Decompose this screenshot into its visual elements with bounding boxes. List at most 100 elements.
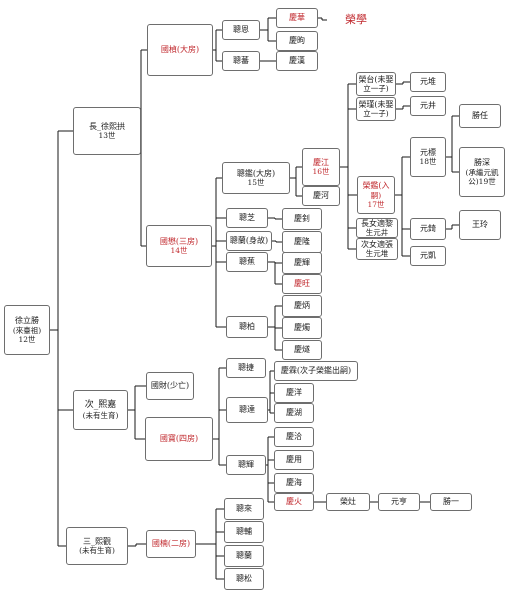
person-label: 13世 — [98, 131, 116, 141]
person-qing-lin: 慶霖(次子榮鑑出嗣) — [274, 361, 358, 381]
person-label: (未有生育) — [82, 410, 119, 420]
person-label: 17世 — [367, 199, 385, 209]
person-label: 嗣) — [370, 190, 382, 200]
person-sheng-yi: 勝一 — [430, 493, 472, 511]
person-label: 聰蘭(身故) — [229, 236, 269, 246]
person-label: 王玲 — [472, 220, 488, 230]
person-rong-zao: 榮灶 — [326, 493, 370, 511]
person-label: 聰輔 — [236, 527, 252, 537]
person-label: 元凱 — [420, 251, 436, 261]
person-label: 聰芝 — [239, 213, 255, 223]
person-gz2: 國懋(三房)14世 — [146, 225, 212, 267]
person-gz1: 國楨(大房) — [147, 24, 213, 76]
person-cong-lai: 聰來 — [224, 498, 264, 520]
person-label: 聰柏 — [239, 322, 255, 332]
person-cong-song: 聰松 — [224, 568, 264, 590]
person-label: 慶海 — [286, 478, 302, 488]
person-label: 16世 — [312, 167, 330, 177]
person-label: 慶燧 — [294, 345, 310, 355]
person-label: 勝任 — [472, 111, 488, 121]
connector-lines — [50, 17, 459, 580]
person-label: 慶輝 — [294, 258, 310, 268]
person-label: 國楨(大房) — [160, 45, 200, 55]
person-label: 立一子) — [363, 84, 389, 94]
person-rong-jue: 榮瑾(未娶立一子) — [356, 97, 396, 121]
person-cong-en: 聰恩 — [222, 20, 260, 40]
person-label: 榮台(未娶 — [358, 74, 394, 84]
person-qing-hui: 慶輝 — [282, 252, 322, 274]
person-label: 慶炳 — [294, 301, 310, 311]
person-wang-ling: 王玲 — [459, 210, 501, 240]
person-label: 榮瑾(未娶 — [358, 99, 394, 109]
person-cong-bai: 聰柏 — [226, 316, 268, 338]
person-gz5: 國楠(二房) — [146, 530, 196, 558]
person-label: 聰捷 — [238, 363, 254, 373]
person-label: (來臺祖) — [12, 325, 42, 335]
person-qing-he: 慶河 — [302, 186, 340, 206]
person-qing-xu: 慶昫 — [276, 31, 318, 51]
person-label: 聰達 — [239, 405, 255, 415]
person-label: 元井 — [420, 101, 436, 111]
person-label: 國楠(二房) — [151, 539, 191, 549]
person-label: 三_熙觀 — [83, 536, 111, 546]
person-label: 元亨 — [391, 497, 407, 507]
person-cong-lan: 聰蘭(身故) — [226, 231, 272, 251]
person-label: (未有生育) — [79, 546, 115, 556]
person-qing-bing: 慶炳 — [282, 295, 322, 317]
person-label: 公)19世 — [468, 176, 496, 186]
person-yuan-kai: 元凱 — [410, 246, 446, 266]
person-gz4: 國寶(四房) — [145, 417, 213, 461]
person-label: 聰鑑(大房) — [236, 168, 276, 178]
person-label: 生元井 — [365, 228, 389, 238]
person-label: 生元堆 — [365, 249, 389, 259]
person-label: 慶燭 — [294, 323, 310, 333]
person-qing-han: 慶漢 — [276, 51, 318, 71]
person-cong-jie: 聰捷 — [226, 358, 266, 378]
person-label: 長_徐熙拱 — [89, 121, 125, 131]
person-qing-zhou: 慶釗 — [282, 208, 322, 230]
person-label: 慶華 — [289, 13, 305, 23]
person-label: 榮鑑(入 — [362, 181, 390, 191]
person-label: (承繼元凱 — [465, 167, 499, 177]
person-label: 勝深 — [474, 158, 490, 168]
person-rong-jian: 榮鑑(入嗣)17世 — [357, 176, 395, 214]
person-qing-qiao: 慶洽 — [274, 427, 314, 447]
person-gz3: 國財(少亡) — [146, 372, 194, 400]
person-label: 慶洋 — [286, 388, 302, 398]
person-root: 徐立勝(來臺祖)12世 — [4, 305, 50, 355]
person-qing-hua: 慶華 — [276, 8, 318, 28]
person-qing-yong: 慶用 — [274, 450, 314, 470]
person-yuan-jing: 元井 — [410, 96, 446, 116]
person-g3: 三_熙觀(未有生育) — [66, 527, 128, 565]
person-g2: 次_熙嘉(未有生育) — [73, 390, 128, 430]
person-label: 元錡 — [420, 224, 436, 234]
person-label: 長女適黎 — [361, 218, 393, 228]
person-label: 榮灶 — [340, 497, 356, 507]
person-label: 慶漢 — [289, 56, 305, 66]
person-label: 國懋(三房) — [159, 236, 199, 246]
person-label: 慶霖(次子榮鑑出嗣) — [280, 366, 352, 376]
person-label: 聰來 — [236, 504, 252, 514]
person-dau-long: 長女適黎生元井 — [356, 218, 398, 238]
person-qing-hai: 慶海 — [274, 473, 314, 493]
person-label: 慶隆 — [294, 237, 310, 247]
person-label: 次_熙嘉 — [84, 400, 117, 411]
person-label: 慶河 — [313, 191, 329, 201]
person-label: 元標 — [420, 147, 436, 157]
person-label: 15世 — [247, 178, 265, 188]
person-label: 立一子) — [363, 109, 389, 119]
person-label: 聰松 — [236, 574, 252, 584]
person-rong-tai: 榮台(未娶立一子) — [356, 72, 396, 96]
person-qing-hu: 慶湖 — [274, 403, 314, 423]
person-cong-jian2: 聰達 — [226, 397, 268, 423]
person-label: 慶火 — [286, 497, 302, 507]
person-qing-huo: 慶火 — [274, 493, 314, 511]
person-label: 聰輝 — [238, 460, 254, 470]
person-label: 榮學 — [345, 13, 367, 27]
person-qing-mei: 慶燭 — [282, 317, 322, 339]
person-cong-fu: 聰輔 — [224, 521, 264, 543]
person-label: 聰恩 — [233, 25, 249, 35]
person-sheng-shen: 勝深(承繼元凱公)19世 — [459, 147, 505, 197]
